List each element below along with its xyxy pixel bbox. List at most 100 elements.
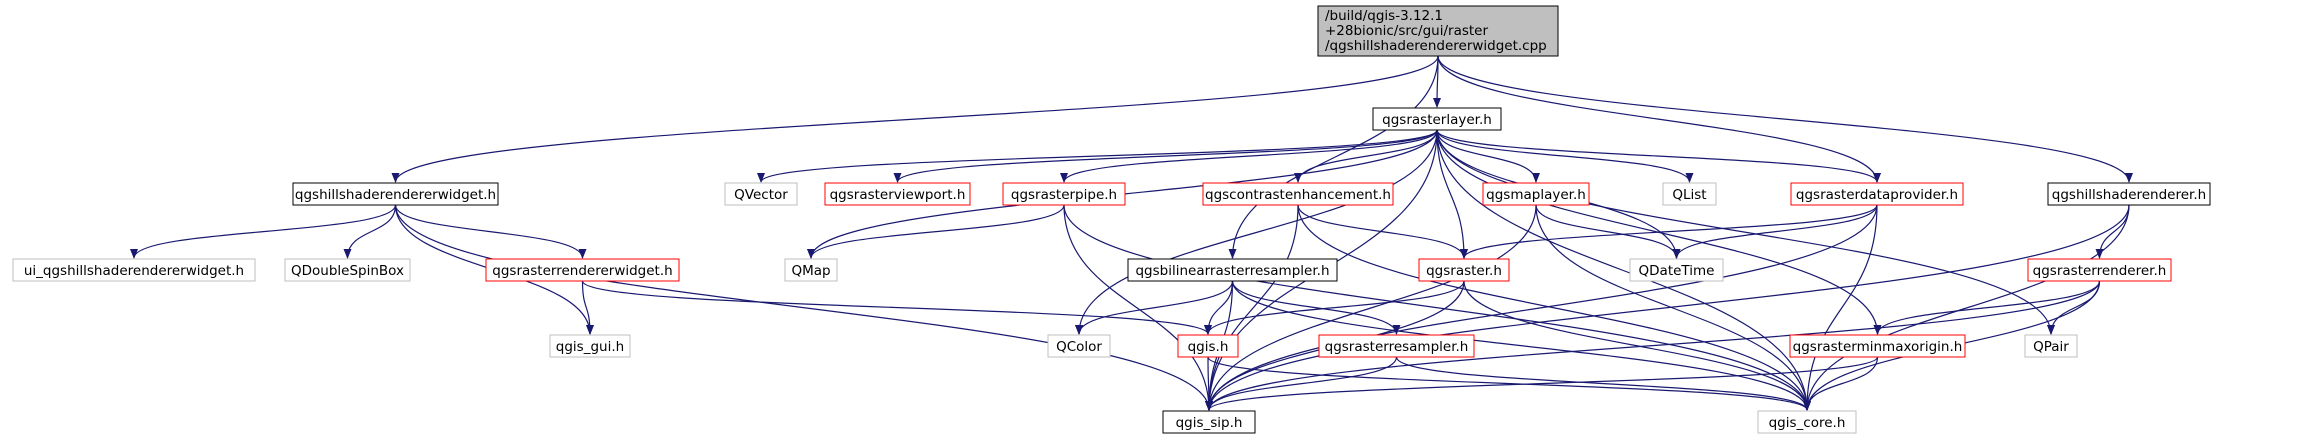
node-qgsraster[interactable]: qgsraster.h bbox=[1418, 258, 1510, 282]
node-box bbox=[1418, 258, 1510, 282]
node-qgsrasterpipe[interactable]: qgsrasterpipe.h bbox=[1002, 182, 1126, 206]
edge-qgsrasterdataprovider-to-qgsraster bbox=[1460, 204, 1878, 259]
node-ui_widget[interactable]: ui_qgshillshaderendererwidget.h bbox=[12, 258, 256, 282]
node-box bbox=[1202, 182, 1394, 206]
node-qgsrasterrenderer[interactable]: qgsrasterrenderer.h bbox=[2027, 258, 2172, 282]
node-box bbox=[1372, 107, 1502, 131]
edge-root-to-qgsbilinear bbox=[1228, 55, 1439, 259]
node-label: QPair bbox=[2033, 339, 2069, 355]
node-box bbox=[1317, 5, 1559, 57]
node-box bbox=[284, 258, 411, 282]
node-box bbox=[549, 334, 631, 358]
node-box bbox=[2024, 334, 2078, 358]
node-qgsrasterresampler[interactable]: qgsrasterresampler.h bbox=[1318, 334, 1475, 358]
node-label: qgscontrastenhancement.h bbox=[1205, 187, 1391, 203]
root-label-line: /qgshillshaderendererwidget.cpp bbox=[1325, 38, 1547, 54]
file-nodes: /build/qgis-3.12.1+28bionic/src/gui/rast… bbox=[12, 5, 2211, 434]
edge-qgsrasterdataprovider-to-qgis_core bbox=[1803, 204, 1878, 411]
node-label: qgis_gui.h bbox=[556, 339, 624, 355]
node-label: QDoubleSpinBox bbox=[291, 263, 404, 279]
node-qgshillshaderendererwidget[interactable]: qgshillshaderendererwidget.h bbox=[292, 182, 499, 206]
node-qgsrasterrendererwidget[interactable]: qgsrasterrendererwidget.h bbox=[485, 258, 680, 282]
edge-qgsrasterdataprovider-to-qgis_sip bbox=[1205, 204, 1878, 411]
node-label: ui_qgshillshaderendererwidget.h bbox=[24, 263, 244, 279]
node-qvector[interactable]: QVector bbox=[724, 182, 798, 206]
node-label: qgsrasterresampler.h bbox=[1325, 339, 1469, 355]
dependency-edges bbox=[130, 55, 2133, 411]
node-label: QVector bbox=[734, 187, 788, 203]
node-box bbox=[1318, 334, 1475, 358]
edge-qgsrasterlayer-to-qgsmaplayer bbox=[1436, 129, 1540, 183]
node-qgshillshaderenderer[interactable]: qgshillshaderenderer.h bbox=[2047, 182, 2211, 206]
node-qgscontrast[interactable]: qgscontrastenhancement.h bbox=[1202, 182, 1394, 206]
node-qcolor[interactable]: QColor bbox=[1047, 334, 1111, 358]
node-label: qgshillshaderenderer.h bbox=[2052, 187, 2206, 203]
edge-qgsrasterlayer-to-qgis_core bbox=[1436, 129, 1811, 411]
edge-qgsrasterpipe-to-qgis_sip bbox=[1063, 204, 1213, 411]
node-qgsrasterviewport[interactable]: qgsrasterviewport.h bbox=[824, 182, 971, 206]
root-label-line: +28bionic/src/gui/raster bbox=[1325, 23, 1488, 39]
node-qpair[interactable]: QPair bbox=[2024, 334, 2078, 358]
node-label: qgsrasterrendererwidget.h bbox=[492, 263, 672, 279]
edge-qgsrasterresampler-to-qgis_sip bbox=[1205, 356, 1398, 411]
node-qmap[interactable]: QMap bbox=[784, 258, 838, 282]
edge-qgshillshaderendererwidget-to-qdoublespinbox bbox=[343, 204, 397, 259]
node-qgis_core[interactable]: qgis_core.h bbox=[1757, 410, 1857, 434]
edge-qgsrasterminmaxorigin-to-qgis_core bbox=[1803, 356, 1879, 411]
node-label: qgsrasterlayer.h bbox=[1382, 112, 1492, 128]
node-qgsbilinear[interactable]: qgsbilinearrasterresampler.h bbox=[1127, 258, 1338, 282]
edge-root-to-qgsrasterdataprovider bbox=[1437, 55, 1881, 183]
edge-qgis-to-qgis_core bbox=[1207, 356, 1811, 411]
node-label: QColor bbox=[1056, 339, 1102, 355]
node-qgsrasterlayer[interactable]: qgsrasterlayer.h bbox=[1372, 107, 1502, 131]
edge-qgsrasterlayer-to-qgscontrast bbox=[1294, 129, 1438, 183]
node-qgis_gui[interactable]: qgis_gui.h bbox=[549, 334, 631, 358]
node-root[interactable]: /build/qgis-3.12.1+28bionic/src/gui/rast… bbox=[1317, 5, 1559, 57]
edge-qgsbilinear-to-qgis_core bbox=[1231, 280, 1811, 411]
node-label: QDateTime bbox=[1639, 263, 1715, 279]
node-box bbox=[1002, 182, 1126, 206]
node-label: qgsrasterdataprovider.h bbox=[1796, 187, 1958, 203]
node-label: qgsraster.h bbox=[1426, 263, 1502, 279]
node-qgis_sip[interactable]: qgis_sip.h bbox=[1162, 410, 1256, 434]
node-qgsrasterdataprovider[interactable]: qgsrasterdataprovider.h bbox=[1790, 182, 1964, 206]
edge-qgsrasterlayer-to-qgsrasterdataprovider bbox=[1436, 129, 1881, 183]
edge-qgscontrast-to-qgsraster bbox=[1297, 204, 1468, 259]
edge-qgsrasterlayer-to-qgsrasterpipe bbox=[1060, 129, 1438, 183]
edge-qgscontrast-to-qgis_core bbox=[1297, 204, 1811, 411]
node-box bbox=[2027, 258, 2172, 282]
edge-qgsrasterdataprovider-to-qdatetime bbox=[1672, 204, 1878, 259]
edge-qgsrasterlayer-to-qvector bbox=[757, 129, 1438, 183]
edge-qgsrasterpipe-to-qgis_core bbox=[1063, 204, 1811, 411]
node-box bbox=[1482, 182, 1590, 206]
node-qgsrasterminmaxorigin[interactable]: qgsrasterminmaxorigin.h bbox=[1789, 334, 1966, 358]
edge-root-to-qgshillshaderenderer bbox=[1437, 55, 2133, 183]
node-qgsmaplayer[interactable]: qgsmaplayer.h bbox=[1482, 182, 1590, 206]
edge-qgsrasterresampler-to-qgis_core bbox=[1395, 356, 1811, 411]
node-label: qgis_sip.h bbox=[1176, 415, 1243, 431]
node-qgis[interactable]: qgis.h bbox=[1177, 334, 1239, 358]
edge-qgsrasterminmaxorigin-to-qgis_sip bbox=[1205, 356, 1879, 411]
edge-qgsrasterlayer-to-qgsrasterviewport bbox=[893, 129, 1438, 183]
edge-qgsrasterrenderer-to-qgis_sip bbox=[1205, 280, 2101, 411]
node-box bbox=[1662, 182, 1717, 206]
edge-qgshillshaderendererwidget-to-ui_widget bbox=[130, 204, 397, 259]
node-label: qgis_core.h bbox=[1769, 415, 1846, 431]
node-label: QList bbox=[1672, 187, 1706, 203]
node-qdoublespinbox[interactable]: QDoubleSpinBox bbox=[284, 258, 411, 282]
edge-qgsraster-to-qgis bbox=[1204, 280, 1465, 335]
node-qdatetime[interactable]: QDateTime bbox=[1629, 258, 1724, 282]
node-box bbox=[485, 258, 680, 282]
edge-qgsmaplayer-to-qdatetime bbox=[1535, 204, 1681, 259]
edge-qgsrasterpipe-to-qmap bbox=[807, 204, 1065, 259]
edge-qgsrasterlayer-to-qlist bbox=[1436, 129, 1694, 183]
node-label: qgsbilinearrasterresampler.h bbox=[1135, 263, 1329, 279]
node-label: qgsrasterviewport.h bbox=[830, 187, 966, 203]
node-box bbox=[292, 182, 499, 206]
node-box bbox=[1047, 334, 1111, 358]
node-box bbox=[824, 182, 971, 206]
node-box bbox=[1757, 410, 1857, 434]
node-box bbox=[1127, 258, 1338, 282]
node-qlist[interactable]: QList bbox=[1662, 182, 1717, 206]
